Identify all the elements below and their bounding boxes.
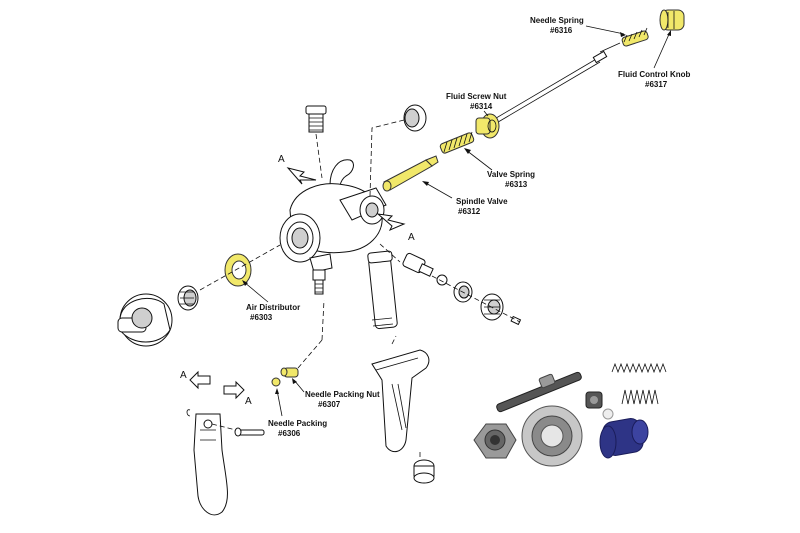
air-distributor-label: Air Distributor	[246, 303, 300, 312]
fluid-screw-nut-number: #6314	[470, 102, 493, 111]
fluid-screw-nut-callout: Fluid Screw Nut #6314	[446, 92, 507, 117]
section-marker-a-3: A	[180, 370, 211, 390]
valve-spring-number: #6313	[505, 180, 528, 189]
svg-text:A: A	[245, 396, 252, 407]
gun-body-part	[279, 159, 387, 273]
fluid-control-knob-part	[659, 9, 685, 31]
fluid-control-knob-label: Fluid Control Knob	[618, 70, 691, 79]
section-marker-a-1: A	[278, 154, 317, 185]
kit-tiny-washer	[602, 408, 614, 420]
gun-handle-part	[371, 335, 430, 453]
fluid-control-knob-number: #6317	[645, 80, 668, 89]
fluid-screw-nut-label: Fluid Screw Nut	[446, 92, 507, 101]
svg-text:A: A	[180, 370, 187, 381]
trigger-pin-part	[211, 423, 265, 437]
valve-spring-label: Valve Spring	[487, 170, 535, 179]
air-cap-part	[117, 293, 173, 347]
kit-parts-photo	[473, 362, 667, 467]
needle-spring-label: Needle Spring	[530, 16, 584, 25]
spindle-valve-part	[382, 155, 439, 192]
fluid-tube-part	[367, 243, 401, 330]
air-distributor-callout: Air Distributor #6303	[242, 280, 300, 322]
retaining-nut-part	[177, 244, 281, 311]
valve-spring-part	[439, 131, 475, 154]
needle-spring-part	[621, 27, 649, 47]
section-marker-a-2: A	[376, 213, 415, 243]
needle-packing-nut-callout: Needle Packing Nut #6307	[292, 378, 380, 409]
svg-text:A: A	[408, 232, 415, 243]
fluid-control-knob-callout: Fluid Control Knob #6317	[618, 30, 691, 89]
needle-spring-callout: Needle Spring #6316	[530, 16, 626, 37]
needle-part	[485, 42, 621, 129]
kit-navy-knob	[599, 418, 649, 459]
needle-packing-nut-label: Needle Packing Nut	[305, 390, 380, 399]
svg-text:A: A	[278, 154, 285, 165]
section-marker-a-4: A	[223, 380, 252, 407]
top-cap-part	[369, 104, 427, 197]
needle-packing-nut-part	[280, 367, 299, 378]
kit-small-nut	[585, 391, 603, 409]
spindle-valve-number: #6312	[458, 207, 481, 216]
valve-spring-callout: Valve Spring #6313	[464, 148, 535, 189]
fluid-screw-nut-part	[475, 113, 500, 139]
needle-packing-callout: Needle Packing #6306	[268, 388, 327, 438]
spindle-valve-callout: Spindle Valve #6312	[422, 181, 508, 216]
kit-spring-short	[621, 389, 659, 405]
handle-fitting-part	[413, 452, 435, 484]
spindle-valve-label: Spindle Valve	[456, 197, 508, 206]
needle-packing-label: Needle Packing	[268, 419, 327, 428]
kit-hex-fitting	[473, 423, 517, 459]
needle-packing-part	[271, 299, 325, 387]
needle-packing-number: #6306	[278, 429, 301, 438]
air-distributor-number: #6303	[250, 313, 273, 322]
lower-bolt-part	[312, 269, 326, 295]
top-fitting-part	[305, 105, 327, 179]
trigger-part	[186, 409, 228, 516]
kit-spring-long	[611, 362, 667, 374]
kit-rod	[496, 371, 582, 413]
kit-large-seal	[521, 405, 583, 467]
air-distributor-part	[224, 253, 252, 287]
fluid-inlet-fitting-part	[402, 252, 522, 326]
needle-spring-number: #6316	[550, 26, 573, 35]
needle-packing-nut-number: #6307	[318, 400, 341, 409]
